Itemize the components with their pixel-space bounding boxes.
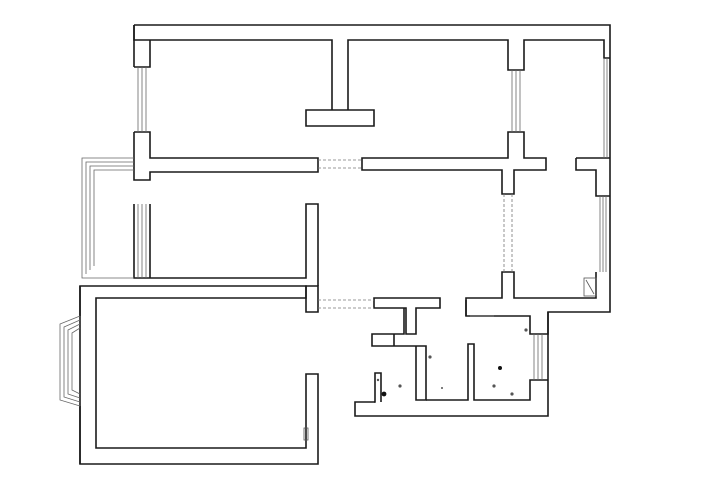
drain-3 bbox=[428, 355, 432, 359]
hall-wall bbox=[361, 131, 547, 195]
doorway-living bbox=[318, 299, 374, 309]
bath-inner bbox=[374, 300, 467, 403]
drain-6 bbox=[498, 366, 502, 370]
window-left-mid bbox=[137, 204, 147, 278]
bedroom-1-inner bbox=[133, 25, 151, 68]
drain-1 bbox=[381, 391, 387, 397]
doorway-right bbox=[503, 194, 513, 272]
window-right-top bbox=[603, 58, 608, 158]
door-handle bbox=[303, 427, 309, 441]
living-wall bbox=[79, 285, 319, 465]
water-heater bbox=[583, 277, 597, 297]
drain-7 bbox=[492, 384, 496, 388]
doorway-hall bbox=[318, 159, 362, 169]
drain-8 bbox=[510, 392, 514, 396]
bedroom-1-wall bbox=[150, 39, 375, 127]
drain-2 bbox=[398, 384, 402, 388]
balcony-left bbox=[81, 157, 134, 279]
drain-9 bbox=[376, 378, 380, 382]
window-bed2 bbox=[511, 70, 521, 132]
window-left-top bbox=[137, 67, 147, 132]
exterior-wall bbox=[134, 24, 611, 417]
window-right-mid bbox=[599, 196, 607, 272]
bath-wall-2 bbox=[426, 343, 548, 401]
bedroom-4-wall bbox=[133, 203, 319, 286]
bedroom-2-wall bbox=[347, 39, 610, 110]
living-divider bbox=[305, 285, 319, 313]
left-wall-upper bbox=[133, 25, 319, 181]
drain-5 bbox=[524, 328, 528, 332]
window-right-low bbox=[533, 334, 543, 380]
kitchen-wall bbox=[373, 297, 441, 335]
bay-window bbox=[59, 315, 81, 407]
drain-4 bbox=[441, 387, 443, 389]
bath-wall bbox=[371, 308, 427, 401]
bedroom-3-wall bbox=[465, 157, 610, 335]
